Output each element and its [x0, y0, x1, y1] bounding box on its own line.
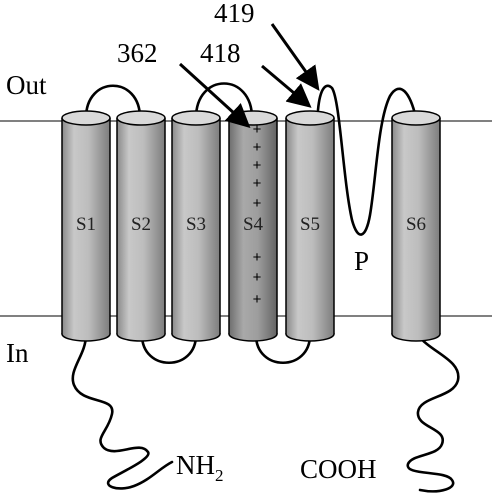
- arrow-418: [261, 64, 312, 108]
- helix-s5: S5: [285, 110, 335, 342]
- helix-label-s5: S5: [300, 214, 320, 235]
- helix-label-s1: S1: [76, 214, 96, 235]
- helix-label-s3: S3: [186, 214, 206, 235]
- callout-362: 362: [117, 38, 158, 68]
- loop-s4-s5: [254, 333, 312, 365]
- n-terminus-tail: [71, 333, 174, 490]
- callout-418: 418: [200, 38, 241, 68]
- helix-s6: S6: [391, 110, 441, 342]
- c-terminus-tail: [406, 333, 460, 493]
- s4-charge: +: [253, 157, 262, 174]
- s4-charge: +: [253, 249, 262, 266]
- helix-label-s6: S6: [406, 214, 426, 235]
- label-in: In: [6, 338, 29, 368]
- loop-s1-s2: [84, 84, 142, 120]
- s4-charge: +: [253, 269, 262, 286]
- loop-s2-s3: [140, 333, 198, 365]
- arrow-362: [178, 62, 251, 129]
- label-c-terminus: COOH: [300, 454, 377, 484]
- s4-charge: +: [253, 139, 262, 156]
- s4-charge: +: [253, 175, 262, 192]
- helix-s3: S3: [171, 110, 221, 342]
- helix-s4: S4: [228, 110, 278, 342]
- s4-charge: +: [253, 121, 262, 138]
- helix-label-s4: S4: [243, 214, 264, 235]
- label-out: Out: [6, 70, 47, 100]
- s4-charge: +: [253, 195, 262, 212]
- label-n-terminus: NH2: [176, 450, 224, 485]
- label-pore: P: [354, 246, 369, 276]
- s4-charge: +: [253, 291, 262, 308]
- arrow-419: [270, 23, 320, 91]
- callout-419: 419: [214, 0, 255, 28]
- helix-s1: S1: [61, 110, 111, 342]
- pore-loop: [316, 84, 418, 236]
- helix-s2: S2: [116, 110, 166, 342]
- helix-label-s2: S2: [131, 214, 151, 235]
